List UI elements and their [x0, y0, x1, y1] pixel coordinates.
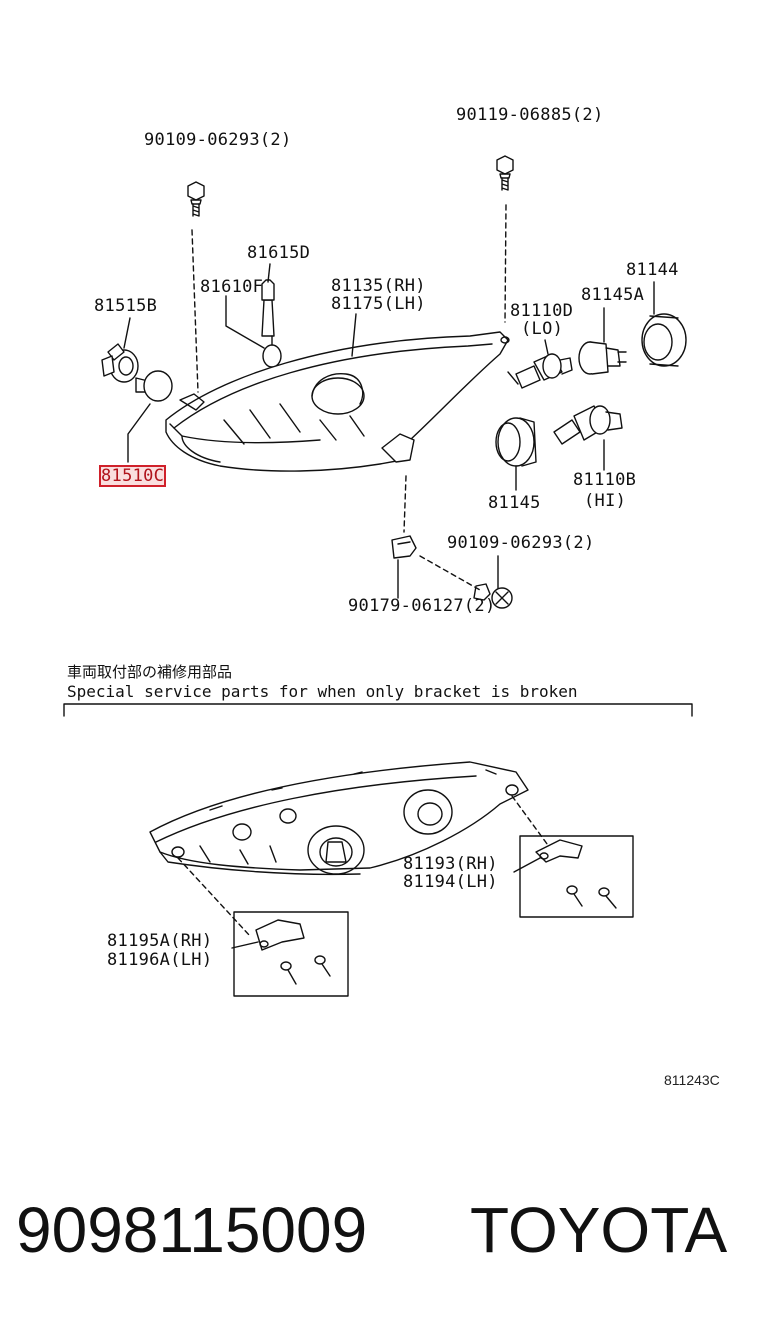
label-bolt-bottom: 90109-06293(2): [447, 533, 595, 553]
leader-81610f: [225, 295, 265, 349]
bracket-box-right: [519, 835, 634, 918]
rear-housing-icon: [149, 761, 529, 876]
leader-clip: [403, 475, 407, 533]
label-81196a-lh: 81196A(LH): [107, 950, 213, 970]
leader-housing: [351, 313, 357, 357]
bracket-81193-icon: [535, 839, 583, 863]
label-81510c-highlight[interactable]: 81510C: [98, 465, 167, 487]
label-lo: (LO): [521, 319, 564, 339]
small-bulb-81610f-icon: [261, 279, 282, 368]
lo-bulb-81110d-icon: [507, 353, 573, 389]
label-81610f: 81610F: [200, 277, 264, 297]
label-81110d: 81110D: [510, 301, 574, 321]
leader-bolt-right: [504, 204, 507, 323]
label-housing-rh: 81135(RH): [331, 276, 426, 296]
label-bolt-top-right: 90119-06885(2): [456, 105, 604, 125]
cap-81145-icon: [495, 417, 537, 467]
screw-left-1-icon: [280, 961, 297, 985]
screw-right-1-icon: [566, 885, 583, 907]
hi-bulb-81110b-icon: [553, 405, 623, 445]
note-english: Special service parts for when only brac…: [67, 682, 578, 701]
label-hi: (HI): [584, 491, 627, 511]
label-housing-lh: 81175(LH): [331, 294, 426, 314]
cover-81144-icon: [641, 313, 687, 367]
leader-lower-left: [177, 857, 251, 937]
bracket-81195a-icon: [255, 919, 305, 951]
label-81195a-rh: 81195A(RH): [107, 931, 213, 951]
wedge-bulb-icon: [135, 370, 173, 402]
leader-bolt-left: [191, 229, 199, 393]
bolt-top-left-icon: [187, 181, 205, 217]
label-81145: 81145: [488, 493, 541, 513]
label-81144: 81144: [626, 260, 679, 280]
label-bolt-top-left: 90109-06293(2): [144, 130, 292, 150]
screw-left-2-icon: [314, 955, 331, 977]
leader-81510c: [127, 403, 151, 463]
bolt-top-right-icon: [496, 155, 514, 191]
label-nut-bottom: 90179-06127(2): [348, 596, 496, 616]
screw-right-2-icon: [598, 887, 617, 909]
label-81615d: 81615D: [247, 243, 311, 263]
note-japanese: 車両取付部の補修用部品: [67, 663, 233, 681]
bolt-bottom-icon: [473, 583, 513, 609]
bracket-box-left: [233, 911, 349, 997]
leader-81615d: [267, 263, 271, 283]
socket-81515b-icon: [101, 343, 139, 383]
label-81515b: 81515B: [94, 296, 158, 316]
leader-81193: [513, 857, 541, 873]
label-81145a: 81145A: [581, 285, 645, 305]
section-bracket: [63, 703, 693, 717]
footer-part-number: 9098115009: [16, 1194, 368, 1266]
label-81110b: 81110B: [573, 470, 637, 490]
leader-81515b: [123, 317, 131, 349]
leader-81195a: [231, 941, 259, 949]
leader-lower-right: [511, 795, 551, 849]
leader-81110d: [544, 339, 549, 355]
headlamp-housing-icon: [165, 331, 510, 472]
illustration-code: 811243C: [664, 1072, 720, 1088]
leader-bolt-bottom: [419, 555, 481, 591]
label-81193-rh: 81193(RH): [403, 854, 498, 874]
socket-81145a-icon: [578, 341, 627, 375]
label-81194-lh: 81194(LH): [403, 872, 498, 892]
footer-brand: TOYOTA: [470, 1194, 728, 1266]
clip-nut-icon: [391, 535, 417, 559]
